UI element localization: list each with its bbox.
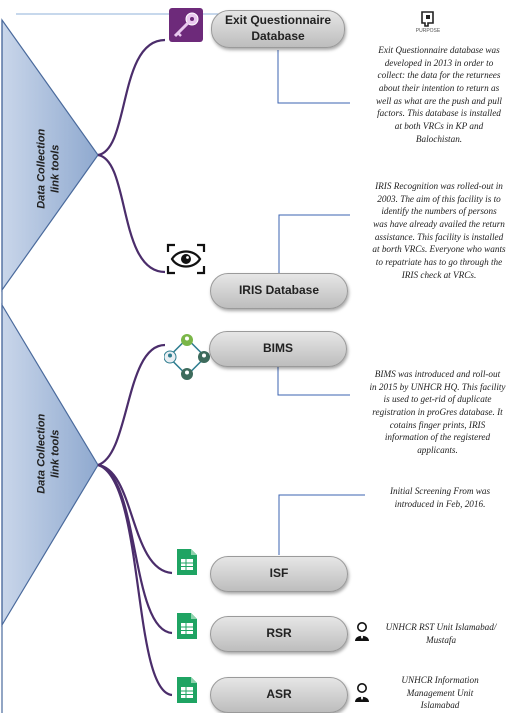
exit-desc-line: developed in 2013 in order to <box>384 57 494 68</box>
isf-desc-line: Initial Screening From was <box>389 486 491 496</box>
exit-desc-line: Balochistan. <box>415 133 463 144</box>
bims-desc-line: information of the registered <box>384 432 491 443</box>
group-label-1-line1: Data Collection <box>35 128 48 209</box>
rsr-node-label: RSR <box>266 626 292 641</box>
exit-node-line2: Database <box>251 29 305 43</box>
exit-desc-line: about their intention to return as <box>378 83 500 94</box>
branch-asr <box>97 463 173 697</box>
callout-line-isf <box>278 494 365 555</box>
iris-desc-line: 2003. The aim of this facility is to <box>377 193 501 204</box>
isf-description: Initial Screening From was introduced in… <box>360 485 520 510</box>
group-label-2-line2: link tools <box>49 429 61 478</box>
callout-line-iris <box>278 214 350 275</box>
rsr-person-icon <box>354 622 370 642</box>
exit-questionnaire-node[interactable]: Exit Questionnaire Database <box>211 10 345 48</box>
group-label-2-line1: Data Collection <box>35 413 48 494</box>
iris-node-label: IRIS Database <box>238 283 320 298</box>
group-label-2: Data Collection link tools <box>35 399 63 509</box>
branch-rsr <box>97 463 173 635</box>
asr-node[interactable]: ASR <box>210 677 348 713</box>
asr-person-icon <box>354 683 370 703</box>
callout-line-bims <box>277 362 350 396</box>
rsr-owner-line: Mustafa <box>425 634 457 645</box>
group-label-1: Data Collection link tools <box>35 114 63 224</box>
iris-desc-line: assistance. This facility is installed <box>374 231 504 242</box>
iris-description: IRIS Recognition was rolled-out in 2003.… <box>355 180 523 282</box>
iris-database-node[interactable]: IRIS Database <box>210 273 348 309</box>
bims-desc-line: registration in proGres database. It <box>372 407 503 418</box>
bims-desc-line: BIMS was introduced and roll-out <box>374 369 501 379</box>
eye-scan-icon <box>166 243 206 275</box>
bims-desc-line: is used to get-rid of duplicate <box>383 394 492 405</box>
exit-node-line1: Exit Questionnaire <box>224 13 332 28</box>
network-people-icon <box>163 334 210 380</box>
iris-desc-line: IRIS check at VRCs. <box>401 269 477 280</box>
bims-description: BIMS was introduced and roll-out in 2015… <box>352 368 523 457</box>
branch-iris <box>97 153 166 274</box>
asr-node-label: ASR <box>266 687 292 702</box>
rsr-spreadsheet-icon <box>177 613 197 639</box>
iris-desc-line: IRIS Recognition was rolled-out in <box>375 181 503 191</box>
iris-desc-line: was have already availed the return <box>373 219 505 230</box>
isf-spreadsheet-icon <box>177 549 197 575</box>
group-label-1-line2: link tools <box>49 144 61 193</box>
branch-bims <box>97 343 166 467</box>
iris-desc-line: identify the numbers of persons <box>381 206 497 217</box>
exit-desc-line: factors. This database is installed <box>377 108 501 119</box>
isf-node[interactable]: ISF <box>210 556 348 592</box>
branch-isf <box>97 463 173 575</box>
rsr-node[interactable]: RSR <box>210 616 348 652</box>
exit-desc-line: well as what are the push and pull <box>376 95 502 106</box>
iris-desc-line: to repatriate has to go through the <box>375 257 503 268</box>
bims-node-label: BIMS <box>263 341 293 356</box>
callout-line-exit <box>277 50 350 104</box>
asr-owner: UNHCR Information Management Unit Islama… <box>370 674 510 712</box>
exit-desc-line: collect: the data for the returnees <box>377 70 501 81</box>
rsr-owner: UNHCR RST Unit Islamabad/ Mustafa <box>366 621 516 646</box>
bims-desc-line: applicants. <box>417 445 458 456</box>
exit-description: Exit Questionnaire database was develope… <box>355 44 523 146</box>
iris-desc-line: at borth VRCs. Everyone who wants <box>372 244 506 255</box>
rsr-owner-line: UNHCR RST Unit Islamabad/ <box>385 622 497 632</box>
bims-desc-line: cotains finger prints, IRIS <box>389 419 486 430</box>
isf-desc-line: introduced in Feb, 2016. <box>394 498 486 509</box>
isf-node-label: ISF <box>269 566 289 581</box>
asr-owner-line: Islamabad <box>420 700 460 711</box>
asr-owner-line: Management Unit <box>406 687 474 698</box>
bims-node[interactable]: BIMS <box>209 331 347 367</box>
purpose-logo: PURPOSE <box>411 10 445 40</box>
key-icon <box>169 8 203 42</box>
bims-desc-line: in 2015 by UNHCR HQ. This facility <box>369 381 506 392</box>
asr-spreadsheet-icon <box>177 677 197 703</box>
asr-owner-line: UNHCR Information <box>401 675 479 685</box>
exit-desc-line: Exit Questionnaire database was <box>378 45 500 55</box>
exit-desc-line: at both VRCs in KP and <box>394 121 484 132</box>
branch-exit <box>97 38 166 157</box>
purpose-caption: PURPOSE <box>415 28 441 34</box>
